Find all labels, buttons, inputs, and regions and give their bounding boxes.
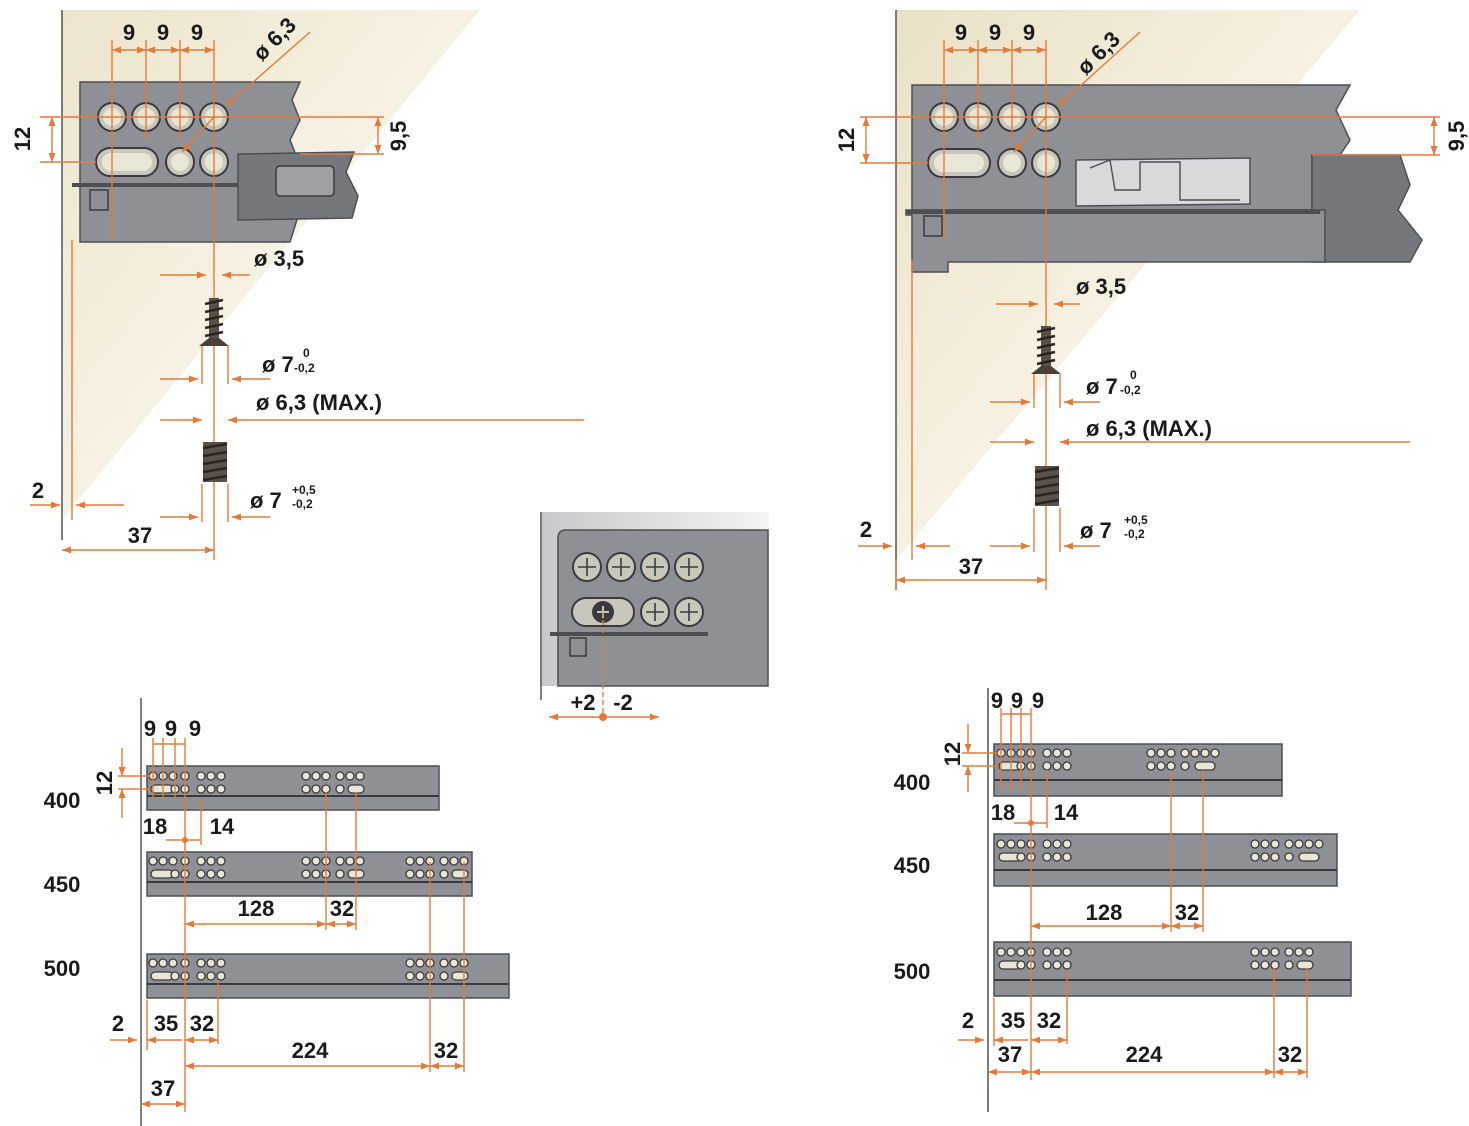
right-layout-500: 500 [894,959,931,984]
right-layout-32c: 32 [1278,1042,1302,1067]
left-vert-12: 12 [10,127,35,151]
right-layout-18: 18 [991,800,1015,825]
adjust-holes [571,552,704,627]
right-layout-35: 35 [1001,1008,1025,1033]
right-lock-insert [1075,157,1251,207]
right-layout-pitch-3: 9 [1032,688,1044,713]
right-dowel2-tol-sup: +0,5 [1124,513,1148,527]
left-offset-2: 2 [32,478,44,503]
left-layout-35: 35 [154,1011,178,1036]
right-layout-32a: 32 [1175,900,1199,925]
right-dowel2-dia: ø 7 [1080,518,1112,543]
right-pitch-3: 9 [1023,20,1035,45]
right-max-dia: ø 6,3 (MAX.) [1086,416,1212,441]
right-rail-400 [993,743,1283,797]
left-layout-pitch-1: 9 [144,716,156,741]
left-layout: 9 9 9 12 400 450 500 18 14 128 32 2 35 3… [44,698,510,1126]
right-layout-32b: 32 [1037,1008,1061,1033]
right-detail: 9 9 9 ø 6,3 12 9,5 ø 3,5 ø 7 0 -0,2 ø 6,… [834,10,1469,590]
left-layout-400: 400 [44,788,81,813]
left-layout-14: 14 [210,814,235,839]
left-layout-224: 224 [292,1038,329,1063]
right-layout-450: 450 [894,853,931,878]
left-rail-tab [89,189,109,211]
adjust-plus: +2 [570,690,595,715]
left-layout-32c: 32 [434,1038,458,1063]
right-layout-2: 2 [962,1008,974,1033]
left-dowel-dia: ø 7 [262,352,294,377]
right-layout-holes [996,748,1324,970]
right-dowel2-tol-sub: -0,2 [1124,527,1145,541]
right-vert-95: 9,5 [1444,121,1469,152]
right-layout-128: 128 [1086,900,1123,925]
left-dowel2-dia: ø 7 [250,488,282,513]
left-dowel-tol-sup: 0 [303,346,310,360]
right-layout: 9 9 9 12 400 450 500 18 14 128 32 2 35 3… [894,688,1352,1112]
left-lock-lever [275,165,335,197]
right-dowel-dia: ø 7 [1086,374,1118,399]
right-layout-vert-12: 12 [940,742,965,766]
left-dowel-tol-sub: -0,2 [294,361,315,375]
right-rail-lower [905,209,1326,273]
left-layout-32b: 32 [190,1011,214,1036]
left-dowel2-tol-sup: +0,5 [292,483,316,497]
right-layout-224: 224 [1126,1042,1163,1067]
left-layout-37: 37 [151,1076,175,1101]
left-layout-pitch-3: 9 [189,716,201,741]
right-offset-2: 2 [860,517,872,542]
right-screw [1031,326,1061,374]
left-pitch-3: 9 [191,20,203,45]
right-screw-dia: ø 3,5 [1076,274,1126,299]
right-rail-end [1311,154,1423,263]
left-layout-500: 500 [44,956,81,981]
right-vert-12: 12 [834,128,859,152]
right-dowel-tol-sub: -0,2 [1120,383,1141,397]
right-layout-14: 14 [1054,800,1079,825]
right-rail-tab [923,215,943,237]
right-dowel-tol-sup: 0 [1130,368,1137,382]
left-detail: 9 9 9 ø 6,3 12 9,5 ø 3,5 ø 7 0 -0,2 ø 6,… [10,10,584,560]
left-dowel [202,442,228,482]
right-depth-37: 37 [959,554,983,579]
left-layout-450: 450 [44,872,81,897]
left-max-dia: ø 6,3 (MAX.) [256,390,382,415]
left-rail-400 [146,765,440,811]
left-pitch-2: 9 [157,20,169,45]
left-depth-37: 37 [128,523,152,548]
left-layout-vert-12: 12 [92,771,117,795]
left-layout-2: 2 [112,1011,124,1036]
left-layout-pitch-2: 9 [165,716,177,741]
adjust-detail: +2 -2 [540,512,769,722]
right-dowel [1034,466,1060,506]
left-layout-18: 18 [143,814,167,839]
right-pitch-1: 9 [955,20,967,45]
left-layout-32a: 32 [330,896,354,921]
right-layout-37: 37 [998,1042,1022,1067]
adjust-minus: -2 [613,690,633,715]
left-vert-95: 9,5 [386,121,411,152]
left-pitch-1: 9 [123,20,135,45]
left-screw [199,298,229,346]
right-layout-400: 400 [894,770,931,795]
right-layout-pitch-2: 9 [1011,688,1023,713]
right-pitch-2: 9 [989,20,1001,45]
left-layout-128: 128 [238,896,275,921]
right-layout-pitch-1: 9 [991,688,1003,713]
left-screw-dia: ø 3,5 [254,246,304,271]
left-dowel2-tol-sub: -0,2 [292,497,313,511]
